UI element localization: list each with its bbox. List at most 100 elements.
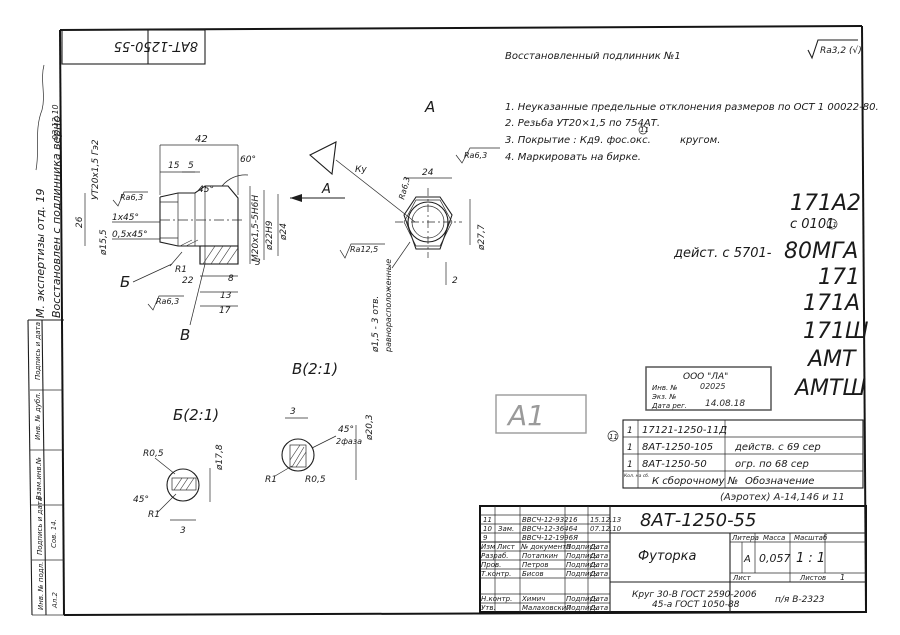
margin-expertise-line: М. экспертизы отд. 19 [34, 189, 47, 318]
top-stamp-code: 8АТ-1250-55 [114, 38, 198, 53]
detail-v-d20-3: ø20,3 [365, 414, 375, 441]
assembly-aero: (Аэротех) А-14,146 и 11 [720, 492, 845, 503]
tb-listov: 1 [840, 573, 845, 582]
detail-b-r1-leader [157, 493, 177, 513]
tb-masshtab: 1 : 1 [796, 551, 825, 566]
hex-inner [403, 199, 453, 247]
format-stamp: А1 [506, 399, 545, 432]
code-171a: 171А [803, 291, 860, 316]
detail-b-title: Б(2:1) [173, 406, 219, 424]
tb-massa: 0,057 [759, 552, 791, 565]
tb-hdr-doc: № документа [520, 543, 571, 551]
hex-outline [403, 196, 453, 250]
tb-hdr-list: Лист [496, 543, 516, 551]
margin-label-2: Инв. № дубл. [34, 392, 42, 440]
margin-value-1: Сов. 14. [50, 519, 58, 548]
dim-thread-ut20: УТ20х1,5 Гэ2 [91, 139, 101, 200]
ooo-stamp-date-val: 14.08.18 [705, 399, 745, 409]
ku-label: Ку [355, 165, 367, 175]
ra-symbol-b [147, 295, 184, 311]
tb-drawing-number: 8АТ-1250-55 [640, 510, 756, 531]
margin-label-5: Инв. № подл. [37, 562, 45, 610]
assembly-table: 11 1 17121-1250-11Д 1 8АТ-1250-105 дейст… [607, 419, 864, 503]
detail-v-hatch-3 [289, 444, 301, 461]
tb-listov-h: Листов [799, 574, 826, 582]
role-nkontr: Н.контр. [481, 595, 512, 603]
detail-b-section [171, 477, 197, 491]
roughness-b: Ra6,3 [156, 297, 179, 306]
detail-v-hatch-1 [291, 446, 305, 468]
assembly-hdr-code: К сборочному № [652, 475, 738, 487]
section-label-b: Б [120, 273, 130, 291]
role-razrab-sign: Подпись [566, 552, 598, 560]
tb-massa-h: Масса [763, 534, 785, 542]
code-amtsh: АМТШ [793, 376, 866, 401]
dim-d22h9: ø22Н9 [265, 220, 275, 251]
ra-symbol-c [455, 147, 500, 164]
dim-d27-7: ø27,7 [477, 224, 487, 251]
note-3-tail: кругом. [680, 135, 720, 146]
tb-hdr-izm: Изм [481, 543, 496, 551]
view-a-arrow-label: А [321, 182, 331, 197]
assembly-row-2-note: действ. с 69 сер [734, 442, 821, 453]
assembly-row-3-qty: 1 [627, 460, 633, 470]
detail-v-r1-leader [274, 465, 293, 477]
assembly-row-2-qty: 1 [627, 443, 633, 453]
detail-b-d17-8: ø17,8 [215, 444, 225, 471]
detail-v-dim-45: 45° [338, 425, 354, 435]
margin-verified-line: Восстановлен с подлинника верно [50, 115, 63, 318]
code-171: 171 [818, 265, 860, 290]
tb-org: п/я В-2323 [775, 595, 825, 605]
dim-24: 24 [422, 168, 434, 178]
code-171a2: 171А2 [790, 191, 861, 216]
code-mark-circle [826, 218, 838, 230]
section-b-leader [132, 263, 173, 283]
part-outline [159, 185, 239, 265]
margin-sign-date: 02.12.10 [51, 104, 60, 140]
detail-v-r0-5: R0,5 [305, 475, 326, 485]
role-utv: Утв. [481, 604, 496, 612]
dim-d15-5: ø15,5 [99, 229, 109, 256]
detail-b-r0-5: R0,5 [143, 449, 164, 459]
title-block-frame [479, 505, 867, 613]
ooo-stamp-ekz: Экз. № [651, 393, 677, 401]
detail-v-dim-3: 3 [290, 407, 296, 417]
hatch-5 [179, 239, 193, 247]
assembly-row-2-code: 8АТ-1250-105 [642, 442, 713, 453]
ku-leader [335, 159, 416, 223]
roughness-general: Ra3,2 (√) [820, 45, 862, 56]
rev-2-list: Зам. [498, 525, 514, 533]
dim-chamfer-1: 1х45° [112, 213, 139, 223]
role-prov-name: Петров [522, 561, 549, 569]
margin-label-4: Подпись и дата [36, 497, 44, 555]
note-3: 3. Покрытие : Кд9. фос.окс. [505, 135, 651, 146]
roughness-e: Ra12,5 [350, 245, 378, 254]
assembly-row-3-code: 8АТ-1250-50 [642, 459, 707, 470]
ooo-stamp-inv: Инв. № [652, 384, 678, 392]
note-2: 2. Резьба УТ20×1,5 по 754АТ. [505, 117, 660, 129]
tb-masshtab-h: Масштаб [794, 534, 828, 542]
dim-d24: ø24 [279, 223, 289, 241]
dim-r1-leader [169, 251, 183, 267]
role-razrab-name: Потапкин [522, 552, 558, 560]
rev-1-date: 15.12.13 [590, 516, 621, 524]
rev-2-doc: ВВСЧ-12-36464 [522, 525, 578, 533]
hatch-4 [226, 247, 239, 265]
detail-v-circle [281, 438, 315, 472]
detail-b-hatch-1 [173, 477, 183, 491]
note-4: 4. Маркировать на бирке. [505, 151, 641, 163]
detail-v-title: В(2:1) [292, 360, 338, 378]
role-prov-date: Дата [589, 561, 608, 569]
rev-3-doc: ВВСЧ-12-1996Я [522, 534, 578, 542]
detail-b-dim-45: 45° [133, 495, 149, 505]
margin-value-2: Ал.2 [51, 592, 59, 609]
dim-17: 17 [219, 306, 231, 316]
view-a-title: А [424, 98, 435, 116]
ra-symbol-e [339, 243, 385, 259]
hatch-3 [218, 245, 232, 265]
tb-material-1: Круг 30-В ГОСТ 2590-2006 [632, 590, 757, 600]
code-171a2-sub: с 0101 [790, 217, 834, 232]
role-tkontr-sign: Подпись [566, 570, 598, 578]
view-a: А 24 ø27,7 2 Ra6,3 Ra6,3 Ra12,5 Ку ø1,5 … [309, 98, 500, 353]
